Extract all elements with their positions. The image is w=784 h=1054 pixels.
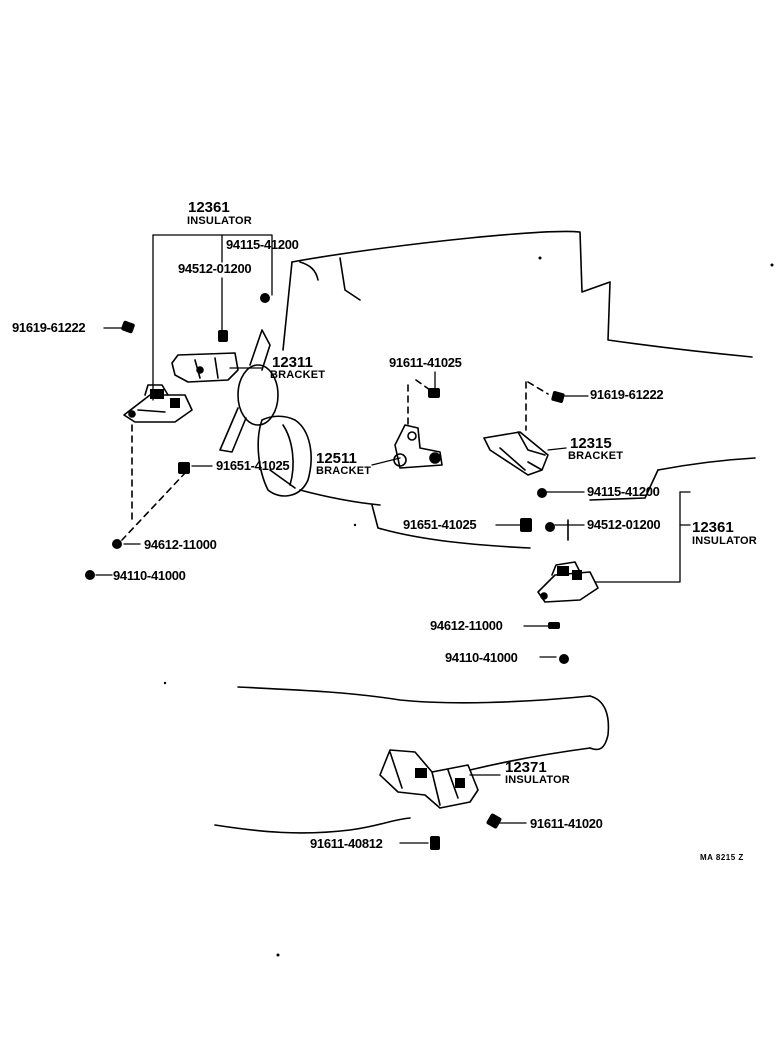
nut-94115-top (260, 293, 270, 303)
part-94612-11000-right: 94612-11000 (430, 618, 503, 633)
bracket-12511-part (393, 424, 443, 469)
part-94110-41000-right: 94110-41000 (445, 650, 518, 665)
nut-94115-right (537, 488, 547, 498)
bolt-91611-41020 (486, 813, 502, 829)
nut-94512-right (545, 522, 555, 532)
bolt-91619-right (551, 391, 565, 403)
insulator-12361-left-name: INSULATOR (187, 215, 252, 227)
engine-block-outline (282, 230, 756, 549)
part-91611-41025: 91611-41025 (389, 355, 462, 370)
bolt-91651-left (178, 462, 190, 474)
bracket-12315-part (483, 431, 549, 476)
part-91651-41025-left: 91651-41025 (216, 458, 290, 473)
leader-lines (95, 234, 691, 844)
left-insulator-part (123, 384, 193, 423)
bolt-94512-top (218, 330, 228, 342)
insulator-12371-number: 12371 (505, 759, 547, 776)
fasteners (85, 293, 569, 850)
bolt-91611-40812 (430, 836, 440, 850)
washer-94110-left (85, 570, 95, 580)
part-91651-41025-mid: 91651-41025 (403, 517, 477, 532)
part-94115-41200-top: 94115-41200 (226, 237, 299, 252)
fan-pulley (219, 329, 312, 497)
part-94115-41200-right: 94115-41200 (587, 484, 660, 499)
part-91611-40812: 91611-40812 (310, 836, 383, 851)
bracket-12511-number: 12511 (316, 450, 357, 467)
washer-94612-left (112, 539, 122, 549)
part-94110-41000-left: 94110-41000 (113, 568, 186, 583)
bracket-12311-name: BRACKET (270, 369, 326, 381)
insulator-12371-part (379, 749, 479, 809)
bracket-12311-number: 12311 (272, 354, 313, 371)
bracket-12311-part (171, 352, 239, 383)
insulator-12361-right-name: INSULATOR (692, 535, 757, 547)
insulator-12361-right-number: 12361 (692, 519, 734, 536)
bracket-12511-name: BRACKET (316, 465, 372, 477)
bracket-12315-name: BRACKET (568, 450, 624, 462)
insulator-12361-left-number: 12361 (188, 199, 230, 216)
part-94612-11000-left: 94612-11000 (144, 537, 217, 552)
bolt-91611-41025 (428, 388, 440, 398)
transmission-outline (214, 686, 610, 834)
part-91619-61222-right: 91619-61222 (590, 387, 664, 402)
part-94512-01200-top: 94512-01200 (178, 261, 252, 276)
bolt-91619-left (121, 320, 135, 334)
part-94512-01200-right: 94512-01200 (587, 517, 661, 532)
part-91611-41020: 91611-41020 (530, 816, 603, 831)
washer-94612-right (548, 622, 560, 629)
drawing-reference-code: MA 8215 Z (700, 853, 744, 862)
right-insulator-part (537, 561, 599, 603)
specks (163, 256, 774, 957)
assembly-dashed-lines (121, 379, 549, 541)
insulator-12371-name: INSULATOR (505, 774, 570, 786)
washer-94110-right (559, 654, 569, 664)
bracket-12315-number: 12315 (570, 435, 612, 452)
bolt-91651-mid (520, 518, 532, 532)
part-91619-61222-left: 91619-61222 (12, 320, 86, 335)
